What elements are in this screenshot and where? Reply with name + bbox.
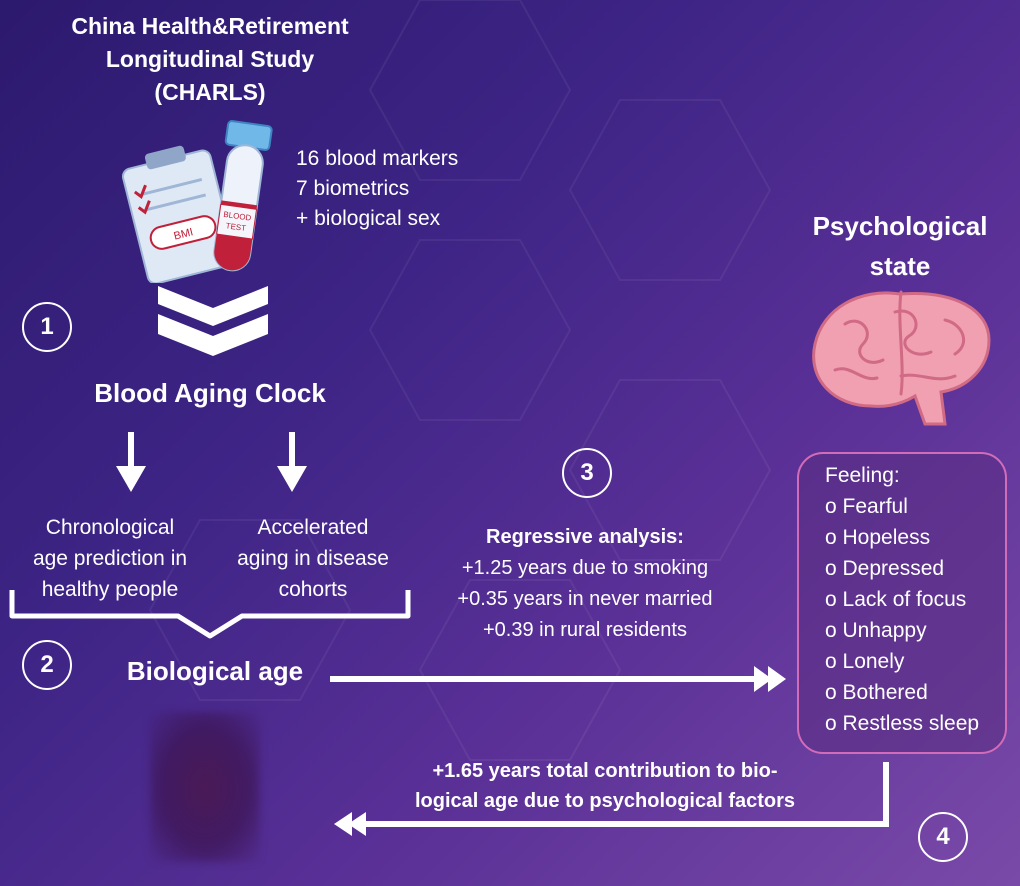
outcome-line: cohorts: [278, 578, 348, 601]
total-line: logical age due to psychological factors: [414, 790, 796, 812]
feeling-item: Unhappy: [825, 615, 1005, 646]
study-title-line: Longitudinal Study: [105, 46, 315, 72]
total-line: +1.65 years total contribution to bio-: [432, 760, 778, 782]
feeling-item: Fearful: [825, 491, 1005, 522]
feeling-item: Lack of focus: [825, 584, 1005, 615]
step-number: 3: [580, 459, 594, 486]
outcome-line: Chronological: [45, 516, 175, 539]
feeling-item: Hopeless: [825, 522, 1005, 553]
clipboard-and-blood-tube-icon: BMI BLOOD TEST: [121, 120, 273, 283]
clipboard-label: BMI: [173, 226, 195, 242]
input-features: 16 blood markers 7 biometrics + biologic…: [296, 144, 458, 234]
double-chevron-down-icon: [158, 286, 268, 356]
chronological-age-outcome: Chronological age prediction in healthy …: [10, 512, 210, 605]
study-title: China Health&Retirement Longitudinal Stu…: [30, 10, 390, 109]
accelerated-aging-outcome: Accelerated aging in disease cohorts: [218, 512, 408, 605]
tube-label-line: TEST: [225, 221, 247, 233]
tube-label-line: BLOOD: [223, 210, 252, 223]
feeling-label: Feeling:: [825, 464, 900, 487]
arrow-right-icon: [330, 666, 786, 692]
arrow-down-icon: [116, 432, 146, 492]
regression-heading: Regressive analysis:: [486, 526, 684, 548]
step-1-badge: 1: [22, 302, 72, 352]
regression-line: +1.25 years due to smoking: [461, 557, 709, 579]
study-title-line: (CHARLS): [154, 79, 266, 105]
feelings-panel: Feeling: Fearful Hopeless Depressed Lack…: [797, 452, 1007, 754]
feature-line: 16 blood markers: [296, 147, 459, 170]
study-title-line: China Health&Retirement: [71, 13, 349, 39]
blurred-region: [150, 712, 260, 862]
psych-title-line: state: [869, 251, 931, 281]
feeling-item: Bothered: [825, 677, 1005, 708]
outcome-line: age prediction in: [32, 547, 188, 570]
blood-aging-clock-title: Blood Aging Clock: [94, 378, 326, 408]
regression-line: +0.35 years in never married: [457, 588, 713, 610]
step-4-badge: 4: [918, 812, 968, 862]
step-number: 1: [40, 313, 54, 340]
outcome-line: Accelerated: [257, 516, 369, 539]
brain-icon: [812, 290, 991, 426]
total-contribution: +1.65 years total contribution to bio- l…: [340, 756, 870, 816]
psych-title-line: Psychological: [812, 211, 988, 241]
feelings-list: Fearful Hopeless Depressed Lack of focus…: [825, 491, 1005, 739]
bracket-connector: [9, 590, 411, 639]
step-2-badge: 2: [22, 640, 72, 690]
step-number: 4: [936, 823, 950, 850]
return-arrow-left-icon: [334, 762, 889, 836]
psychological-state-title: Psychological state: [800, 206, 1000, 286]
feature-line: 7 biometrics: [296, 177, 410, 200]
outcome-line: healthy people: [41, 578, 179, 601]
step-number: 2: [40, 651, 54, 678]
biological-age-label: Biological age: [126, 656, 304, 686]
arrow-down-icon: [277, 432, 307, 492]
regression-line: +0.39 in rural residents: [482, 619, 687, 641]
feeling-item: Lonely: [825, 646, 1005, 677]
feeling-item: Restless sleep: [825, 708, 1005, 739]
feeling-item: Depressed: [825, 553, 1005, 584]
outcome-line: aging in disease: [237, 547, 389, 570]
step-3-badge: 3: [562, 448, 612, 498]
feature-line: + biological sex: [296, 207, 441, 230]
regression-analysis: Regressive analysis: +1.25 years due to …: [410, 522, 760, 646]
